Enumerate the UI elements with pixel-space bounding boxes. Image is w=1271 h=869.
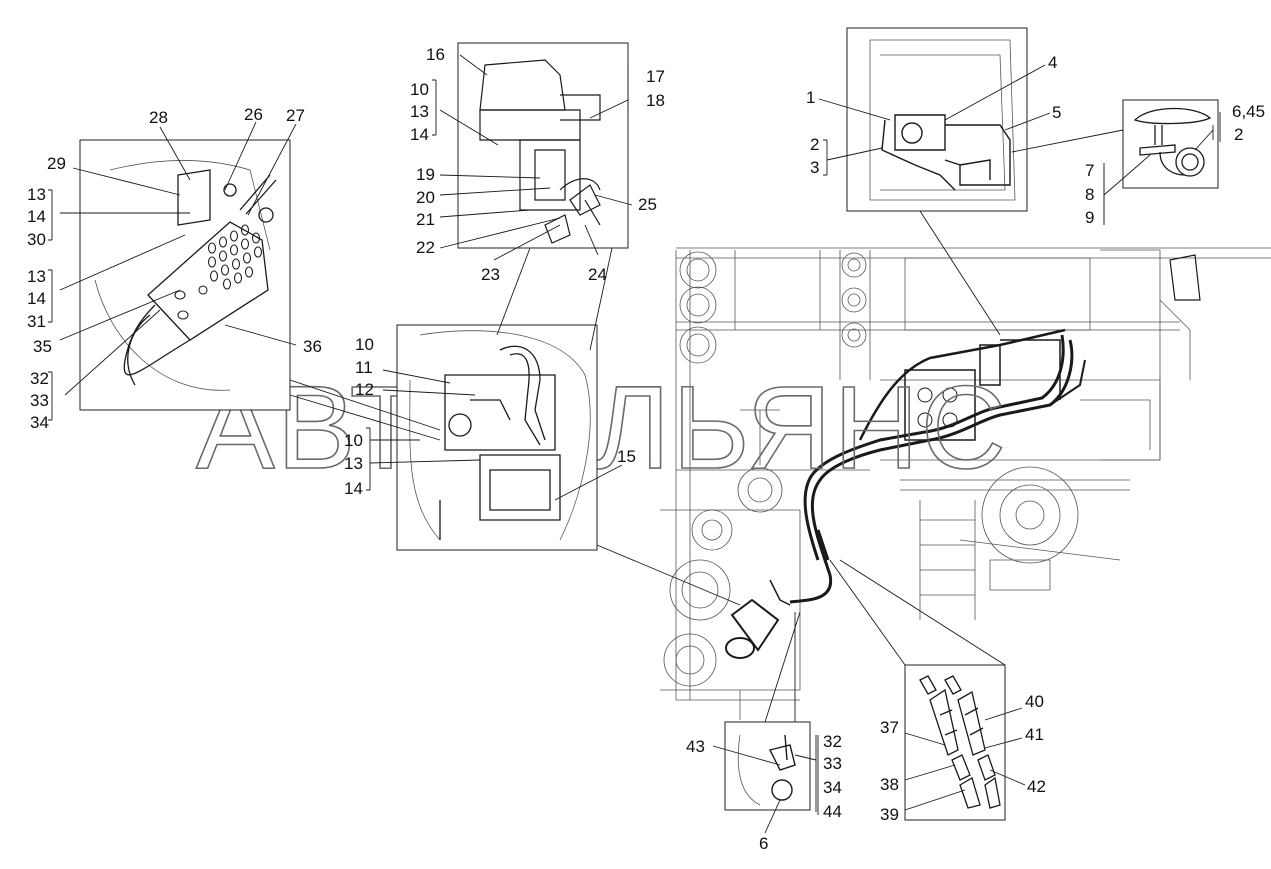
callout-14: 14 bbox=[410, 125, 429, 144]
watermark-text: АВТОАЛЬЯНС bbox=[196, 362, 1008, 494]
callout-labels: 16 17 18 10 13 14 19 20 21 22 23 24 25 2… bbox=[27, 45, 1265, 853]
callout-27: 27 bbox=[286, 106, 305, 125]
callout-28: 28 bbox=[149, 108, 168, 127]
callout-29: 29 bbox=[47, 154, 66, 173]
callout-13: 13 bbox=[27, 267, 46, 286]
callout-6-45: 6,45 bbox=[1232, 102, 1265, 121]
callout-8: 8 bbox=[1085, 185, 1094, 204]
inset-hose-connectors bbox=[904, 664, 1006, 821]
machine-body bbox=[660, 247, 1271, 720]
inset-pump-detail bbox=[457, 42, 629, 249]
inset-cab-unit bbox=[846, 27, 1028, 212]
callout-18: 18 bbox=[646, 91, 665, 110]
inset-clamp-detail bbox=[724, 721, 811, 811]
callout-23: 23 bbox=[481, 265, 500, 284]
callout-4: 4 bbox=[1048, 53, 1057, 72]
callout-42: 42 bbox=[1027, 777, 1046, 796]
callout-16: 16 bbox=[426, 45, 445, 64]
callout-6: 6 bbox=[759, 834, 768, 853]
inset-connector-plate bbox=[79, 139, 291, 411]
callout-37: 37 bbox=[880, 718, 899, 737]
callout-32: 32 bbox=[30, 369, 49, 388]
callout-26: 26 bbox=[244, 105, 263, 124]
callout-22: 22 bbox=[416, 238, 435, 257]
callout-38: 38 bbox=[880, 775, 899, 794]
callout-43: 43 bbox=[686, 737, 705, 756]
callout-19: 19 bbox=[416, 165, 435, 184]
callout-2: 2 bbox=[1234, 125, 1243, 144]
callout-5: 5 bbox=[1052, 103, 1061, 122]
callout-12: 12 bbox=[355, 380, 374, 399]
callout-36: 36 bbox=[303, 337, 322, 356]
callout-10: 10 bbox=[344, 431, 363, 450]
hose-route bbox=[789, 328, 1086, 604]
callout-34: 34 bbox=[30, 413, 49, 432]
callout-14: 14 bbox=[344, 479, 363, 498]
callout-32: 32 bbox=[823, 732, 842, 751]
callout-10: 10 bbox=[410, 80, 429, 99]
callout-44: 44 bbox=[823, 802, 842, 821]
callout-9: 9 bbox=[1085, 208, 1094, 227]
callout-7: 7 bbox=[1085, 161, 1094, 180]
callout-10: 10 bbox=[355, 335, 374, 354]
callout-39: 39 bbox=[880, 805, 899, 824]
callout-33: 33 bbox=[30, 391, 49, 410]
callout-11: 11 bbox=[355, 358, 373, 377]
callout-13: 13 bbox=[410, 102, 429, 121]
callout-35: 35 bbox=[33, 337, 52, 356]
callout-13: 13 bbox=[344, 454, 363, 473]
inset-drain-valve bbox=[1122, 99, 1219, 189]
callout-34: 34 bbox=[823, 778, 842, 797]
callout-33: 33 bbox=[823, 754, 842, 773]
callout-40: 40 bbox=[1025, 692, 1044, 711]
callout-21: 21 bbox=[416, 210, 435, 229]
callout-25: 25 bbox=[638, 195, 657, 214]
callout-15: 15 bbox=[617, 447, 636, 466]
callout-14: 14 bbox=[27, 289, 46, 308]
callout-2: 2 bbox=[810, 135, 819, 154]
callout-13: 13 bbox=[27, 185, 46, 204]
callout-20: 20 bbox=[416, 188, 435, 207]
callout-1: 1 bbox=[806, 88, 815, 107]
inset-engine-fitting bbox=[396, 324, 598, 551]
leader-lines bbox=[48, 54, 1221, 834]
callout-14: 14 bbox=[27, 207, 46, 226]
callout-30: 30 bbox=[27, 230, 46, 249]
callout-41: 41 bbox=[1025, 725, 1044, 744]
callout-31: 31 bbox=[27, 312, 46, 331]
callout-17: 17 bbox=[646, 67, 665, 86]
callout-3: 3 bbox=[810, 158, 819, 177]
callout-24: 24 bbox=[588, 265, 607, 284]
